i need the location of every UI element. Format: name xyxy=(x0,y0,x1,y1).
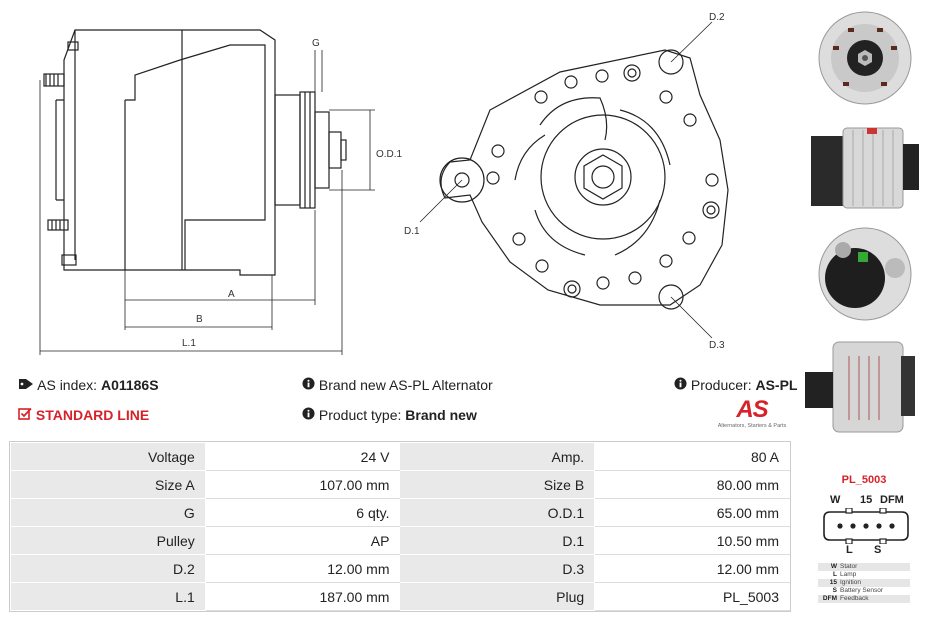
as-index: AS index: A01186S xyxy=(18,376,159,394)
standard-line-badge: STANDARD LINE xyxy=(18,406,149,424)
dim-b-label: B xyxy=(196,314,203,325)
spec-value: PL_5003 xyxy=(594,582,790,611)
logo-mark: AS xyxy=(736,396,768,423)
product-type-info: Product type: Brand new xyxy=(302,406,477,424)
table-row: D.2 12.00 mm D.3 12.00 mm xyxy=(10,554,790,583)
brand-info: Brand new AS-PL Alternator xyxy=(302,376,493,394)
dim-d2-label: D.2 xyxy=(709,12,725,23)
dim-od1-label: O.D.1 xyxy=(376,149,403,160)
dim-d1-label: D.1 xyxy=(404,226,420,237)
dim-a-label: A xyxy=(228,289,235,300)
spec-key: Amp. xyxy=(399,442,596,471)
table-row: L.1 187.00 mm Plug PL_5003 xyxy=(10,582,790,611)
standard-line-text: STANDARD LINE xyxy=(35,407,150,423)
legend-desc: Feedback xyxy=(840,595,869,602)
spec-value: 80.00 mm xyxy=(594,470,790,499)
legend-desc: Stator xyxy=(840,563,858,570)
table-row: G 6 qty. O.D.1 65.00 mm xyxy=(10,498,790,527)
table-row: Voltage 24 V Amp. 80 A xyxy=(10,442,790,471)
spec-value: 10.50 mm xyxy=(594,526,790,555)
spec-value: 12.00 mm xyxy=(204,554,401,583)
spec-key: Pulley xyxy=(10,526,206,555)
dim-d3-label: D.3 xyxy=(709,340,725,351)
as-pl-logo: AS Alternators, Starters & Parts xyxy=(712,398,792,434)
spec-key: Size B xyxy=(399,470,596,499)
spec-value: 24 V xyxy=(204,442,401,471)
spec-key: Voltage xyxy=(10,442,206,471)
plug-title: PL_5003 xyxy=(841,474,887,486)
logo-tagline: Alternators, Starters & Parts xyxy=(717,423,787,429)
spec-key: Size A xyxy=(10,470,206,499)
legend-desc: Ignition xyxy=(840,579,861,586)
product-type-value: Brand new xyxy=(405,407,477,423)
product-photo-side[interactable] xyxy=(803,118,923,218)
product-type-label: Product type: xyxy=(318,407,402,423)
as-index-value: A01186S xyxy=(100,377,159,393)
spec-value: 65.00 mm xyxy=(594,498,790,527)
plug-pin-label: L xyxy=(846,544,853,556)
product-photo-rear[interactable] xyxy=(803,222,923,322)
product-photo-front[interactable] xyxy=(803,6,923,106)
spec-key: Plug xyxy=(399,582,596,611)
technical-drawing: A B L.1 G O.D.1 xyxy=(39,12,729,355)
info-circle-icon xyxy=(302,377,315,390)
info-circle-icon xyxy=(302,407,315,420)
spec-key: D.3 xyxy=(399,554,596,583)
legend-desc: Battery Sensor xyxy=(840,587,883,594)
tag-icon xyxy=(19,379,33,389)
spec-key: G xyxy=(10,498,206,527)
legend-code: DFM xyxy=(822,595,837,602)
plug-connector-icon xyxy=(823,508,909,544)
spec-value: AP xyxy=(204,526,401,555)
spec-value: 80 A xyxy=(594,442,790,471)
dim-g-label: G xyxy=(312,38,320,49)
brand-text: Brand new AS-PL Alternator xyxy=(318,377,493,393)
plug-pin-label: DFM xyxy=(880,494,904,506)
dim-l1-label: L.1 xyxy=(182,338,196,349)
spec-key: D.1 xyxy=(399,526,596,555)
producer-info: Producer: AS-PL xyxy=(674,376,797,394)
spec-value: 107.00 mm xyxy=(204,470,401,499)
info-circle-icon xyxy=(674,377,687,390)
as-index-label: AS index: xyxy=(37,377,98,393)
spec-key: D.2 xyxy=(10,554,206,583)
table-row: Size A 107.00 mm Size B 80.00 mm xyxy=(10,470,790,499)
legend-code: S xyxy=(832,587,837,594)
spec-key: O.D.1 xyxy=(399,498,596,527)
plug-pin-label: 15 xyxy=(860,494,873,506)
product-photo-angle[interactable] xyxy=(803,336,923,436)
legend-desc: Lamp xyxy=(840,571,857,578)
spec-value: 6 qty. xyxy=(204,498,401,527)
producer-value: AS-PL xyxy=(755,377,798,393)
table-row: Pulley AP D.1 10.50 mm xyxy=(10,526,790,555)
spec-value: 12.00 mm xyxy=(594,554,790,583)
spec-key: L.1 xyxy=(10,582,206,611)
plug-pin-label: W xyxy=(830,494,841,506)
legend-code: 15 xyxy=(829,579,837,586)
spec-value: 187.00 mm xyxy=(204,582,401,611)
legend-code: L xyxy=(833,571,837,578)
legend-code: W xyxy=(830,563,837,570)
producer-label: Producer: xyxy=(690,377,752,393)
specs-table: Voltage 24 V Amp. 80 A Size A 107.00 mm … xyxy=(9,441,791,612)
check-square-icon xyxy=(18,407,32,420)
plug-pin-label: S xyxy=(874,544,882,556)
